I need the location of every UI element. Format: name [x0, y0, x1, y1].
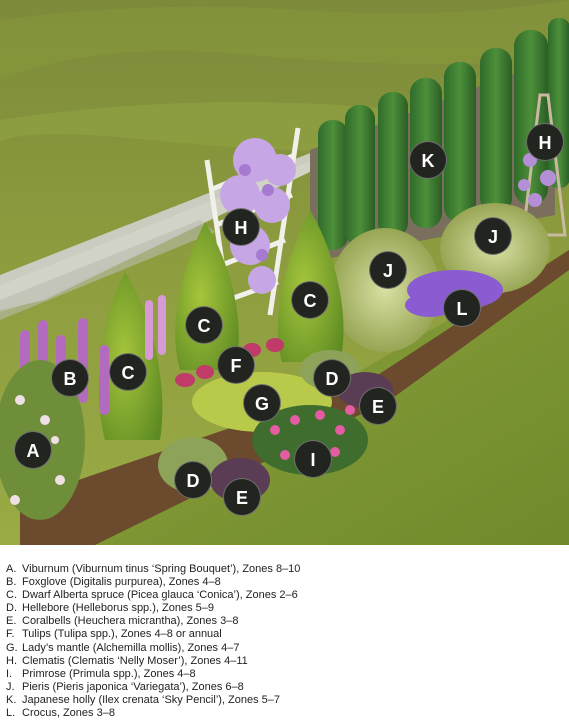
marker-l: L [443, 289, 481, 327]
legend-item-a: A. Viburnum (Viburnum tinus ‘Spring Bouqu… [6, 563, 566, 576]
marker-h-trellis: H [222, 208, 260, 246]
legend-text: Lady’s mantle (Alchemilla mollis), Zones… [22, 641, 240, 654]
legend-item-b: B. Foxglove (Digitalis purpurea), Zones 4… [6, 576, 566, 589]
legend-text: Pieris (Pieris japonica ‘Variegata’), Zo… [22, 680, 244, 693]
plant-legend: A. Viburnum (Viburnum tinus ‘Spring Bouqu… [6, 563, 566, 720]
legend-key: E. [6, 615, 17, 628]
marker-c-right: C [291, 281, 329, 319]
legend-text: Tulips (Tulipa spp.), Zones 4–8 or annua… [22, 628, 222, 641]
legend-text: Coralbells (Heuchera micrantha), Zones 3… [22, 615, 239, 628]
marker-c-left: C [109, 353, 147, 391]
marker-b: B [51, 359, 89, 397]
legend-item-j: J. Pieris (Pieris japonica ‘Variegata’), … [6, 681, 566, 694]
legend-key: A. [6, 563, 17, 575]
legend-key: I. [6, 667, 13, 680]
legend-item-l: L. Crocus, Zones 3–8 [6, 707, 566, 720]
legend-item-c: C. Dwarf Alberta spruce (Picea glauca ‘Co… [6, 589, 566, 602]
legend-key: L. [6, 707, 16, 720]
legend-text: Hellebore (Helleborus spp.), Zones 5–9 [22, 602, 214, 615]
marker-a: A [14, 431, 52, 469]
legend-item-f: F. Tulips (Tulipa spp.), Zones 4–8 or ann… [6, 628, 566, 641]
marker-k: K [409, 141, 447, 179]
legend-item-e: E. Coralbells (Heuchera micrantha), Zones… [6, 615, 566, 628]
legend-text: Japanese holly (Ilex crenata ‘Sky Pencil… [22, 693, 281, 706]
legend-key: K. [6, 693, 17, 706]
marker-e-front: E [223, 478, 261, 516]
garden-illustration [0, 0, 569, 545]
marker-j-front: J [369, 251, 407, 289]
legend-item-i: I. Primrose (Primula spp.), Zones 4–8 [6, 668, 566, 681]
legend-text: Clematis (Clematis ‘Nelly Moser’), Zones… [22, 654, 248, 667]
marker-i: I [294, 440, 332, 478]
marker-e-back: E [359, 387, 397, 425]
legend-key: C. [6, 589, 17, 602]
legend-item-g: G. Lady’s mantle (Alchemilla mollis), Zon… [6, 642, 566, 655]
legend-key: D. [6, 602, 17, 615]
marker-f: F [217, 346, 255, 384]
marker-d-back: D [313, 359, 351, 397]
legend-key: G. [6, 641, 18, 654]
legend-key: J. [6, 680, 15, 693]
legend-key: F. [6, 628, 15, 641]
legend-text: Foxglove (Digitalis purpurea), Zones 4–8 [22, 576, 221, 589]
marker-g: G [243, 384, 281, 422]
legend-item-d: D. Hellebore (Helleborus spp.), Zones 5–9 [6, 602, 566, 615]
marker-j-back: J [474, 217, 512, 255]
legend-item-k: K. Japanese holly (Ilex crenata ‘Sky Penc… [6, 694, 566, 707]
legend-key: H. [6, 654, 17, 667]
legend-key: B. [6, 576, 17, 589]
legend-text: Primrose (Primula spp.), Zones 4–8 [22, 667, 196, 680]
marker-h-obelisk: H [526, 123, 564, 161]
marker-c-middle: C [185, 306, 223, 344]
legend-text: Crocus, Zones 3–8 [22, 707, 115, 720]
legend-item-h: H. Clematis (Clematis ‘Nelly Moser’), Zon… [6, 655, 566, 668]
marker-d-front: D [174, 461, 212, 499]
legend-text: Dwarf Alberta spruce (Picea glauca ‘Coni… [22, 589, 298, 602]
legend-text: Viburnum (Viburnum tinus ‘Spring Bouquet… [22, 563, 301, 575]
